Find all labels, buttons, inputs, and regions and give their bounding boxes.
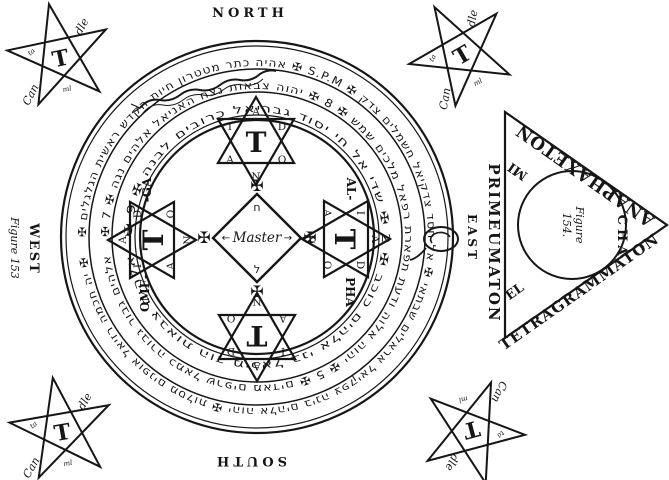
primeumaton-label: PRIMEUMATON	[485, 163, 503, 322]
north-label: NORTH	[212, 6, 288, 21]
hexagram-letter: A	[165, 262, 177, 271]
square-arrow-right: →	[284, 233, 292, 244]
pentagram-top-left: T Can dle ml ta	[4, 0, 109, 108]
hexagram-bottom: A D O N A I T	[216, 290, 298, 384]
maltese-cross-bottom: ✠	[250, 282, 263, 301]
triangle-outline	[503, 109, 669, 341]
pentagram-mark: ta	[495, 429, 506, 440]
hexagram-top: A D O N A I T	[215, 94, 297, 188]
hexagram-letter: I	[281, 345, 285, 357]
candle-word-end: dle	[465, 8, 481, 28]
alpha-word-top: AL-	[344, 177, 358, 201]
hexagram-letter: A	[279, 312, 288, 324]
hexagram-letter: I	[354, 211, 366, 215]
maltese-cross-top: ✠	[250, 176, 263, 195]
serpent-coil-inner	[429, 231, 451, 244]
pentagram-mark: ml	[62, 84, 72, 94]
pentagram-mark: ml	[458, 394, 469, 404]
master-square: ✠ ✠ ✠ ✠ ח ל ← → Master	[197, 176, 316, 301]
pentagram-bottom-right: T Can dle ml ta	[424, 379, 529, 480]
diamond-outline	[211, 192, 303, 284]
serpent-tail	[409, 247, 427, 261]
michael-el: EL	[503, 281, 527, 304]
pentagram-mark: ml	[472, 77, 484, 88]
serpent	[130, 69, 459, 261]
hexagram-letter: N	[304, 234, 316, 243]
svg-text:Figure: Figure	[573, 205, 586, 244]
hexagram-letter: I	[228, 121, 232, 133]
triangle-of-art: ANAPHAXETON TETRAGRAMMATON MI CHA EL Fig…	[496, 109, 669, 354]
michael-mi: MI	[505, 159, 530, 183]
pentagram-mark: ta	[28, 420, 39, 431]
tau-cross: T	[52, 419, 73, 448]
hexagram-letter: N	[252, 295, 261, 307]
hexagram-letter: O	[226, 312, 235, 324]
hexagram-letter: O	[165, 209, 177, 218]
hexagram-letter: A	[117, 236, 129, 245]
pentagram-mark: ta	[26, 47, 37, 58]
hexagram-letter: A	[225, 154, 234, 166]
pentagram-bottom-left: T Can dle ml ta	[6, 374, 112, 480]
east-label: EAST	[465, 214, 479, 262]
hexagram-letter: D	[227, 345, 235, 357]
pentagram-mark: ta	[428, 53, 438, 63]
tau-cross: T	[246, 319, 267, 352]
serpent-tongue	[130, 103, 141, 114]
square-bottom-glyph: ל	[254, 263, 260, 276]
tau-cross: T	[459, 414, 482, 444]
hexagram-letter: O	[321, 261, 333, 270]
hexagram-letter: A	[253, 360, 262, 372]
hexagram-letter: I	[132, 264, 144, 268]
pentagram-star	[6, 374, 112, 480]
omega-word-bottom: OME-	[138, 274, 152, 312]
pentagram-star	[405, 4, 513, 109]
hexagram-letter: N	[182, 235, 194, 244]
hexagram-letter: A	[369, 234, 381, 243]
hexagram-letter: D	[354, 261, 366, 269]
maltese-cross-right: ✠	[303, 228, 316, 247]
pentagram-star	[424, 379, 529, 480]
omega-word-top: -GA	[140, 177, 154, 202]
hexagram-letter: A	[251, 106, 260, 118]
pentagram-top-right: T Can dle ml ta	[405, 4, 513, 111]
triangle-inner-circle	[517, 170, 627, 280]
figure-154-caption: Figure 154.	[560, 205, 586, 244]
hexagram-right: A D O N A I T	[299, 198, 393, 280]
michael-cha: CHA	[614, 215, 629, 260]
tau-cross: T	[328, 229, 361, 250]
hexagram-letter: A	[321, 208, 333, 217]
square-top-glyph: ח	[253, 201, 260, 214]
maltese-cross-left: ✠	[197, 228, 210, 247]
figure-153-caption: Figure 153	[8, 216, 21, 279]
west-label: WEST	[26, 222, 41, 275]
tau-cross: T	[137, 229, 170, 250]
pentagram-star	[4, 0, 109, 108]
pentagram-mark: ml	[63, 459, 73, 468]
hexagram-left: A D O N A I T	[105, 199, 199, 281]
tau-cross: T	[50, 44, 72, 73]
hexagram-letter: D	[278, 121, 286, 133]
hexagram-letter: N	[251, 171, 260, 183]
alpha-word-bottom: PHA	[343, 277, 357, 307]
candle-word-start: Can	[437, 87, 454, 111]
square-arrow-left: ←	[222, 233, 230, 244]
tau-cross: T	[246, 126, 267, 159]
serpent-body	[139, 69, 277, 109]
hexagram-letter: O	[278, 154, 287, 166]
south-label: SOUTH	[213, 453, 287, 468]
master-label: Master	[232, 230, 283, 246]
serpent-body-inner	[142, 78, 264, 114]
hexagram-letter: D	[132, 210, 144, 218]
serpent-coil	[423, 226, 459, 252]
svg-text:154.: 154.	[560, 213, 573, 238]
